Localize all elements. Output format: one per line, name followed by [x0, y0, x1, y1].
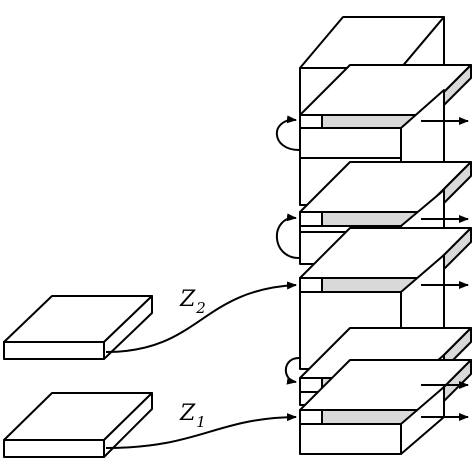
input-curves: [105, 281, 297, 449]
loop-arrow-1: [275, 115, 300, 151]
loop-arrow-3: [284, 357, 300, 385]
output-arrows: [421, 117, 469, 421]
z2-input-curve: [105, 281, 297, 353]
z1-input-curve: [105, 413, 297, 449]
stack-plate-e: [299, 359, 472, 425]
input-slab-z1: [3, 392, 153, 458]
loop-arrow-2: [275, 213, 300, 259]
stack-plate-a: [299, 64, 472, 129]
z1-label: Z1: [179, 401, 206, 431]
loop-arrows: [275, 115, 300, 385]
layer-stack: [299, 16, 472, 455]
input-slab-z2: [3, 295, 153, 360]
z2-label: Z2: [179, 287, 206, 317]
